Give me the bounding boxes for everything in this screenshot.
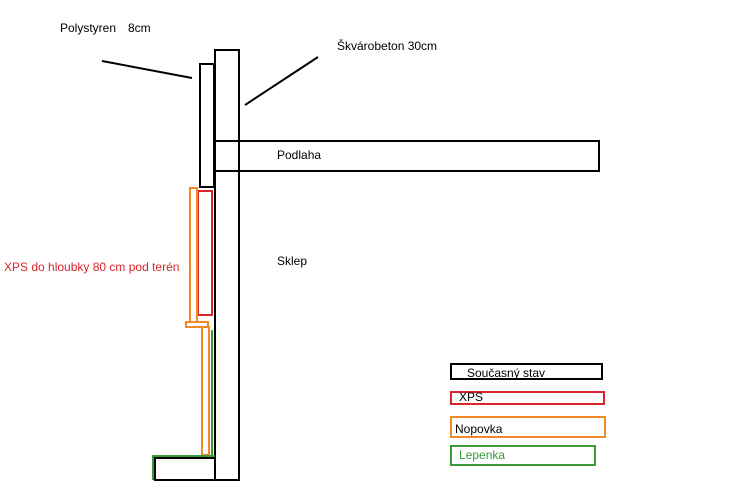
legend-box-nopovka — [450, 416, 606, 438]
legend-label-soucasny-stav: Současný stav — [467, 366, 546, 380]
floor-slab — [214, 140, 600, 172]
nopovka-upper — [189, 187, 198, 323]
nopovka-lower — [201, 326, 210, 456]
legend-box-soucasny-stav — [450, 363, 603, 380]
legend-label-lepenka: Lepenka — [459, 448, 506, 462]
legend-box-xps — [450, 391, 605, 405]
xps-layer — [197, 190, 213, 316]
label-polystyren-thickness: 8cm — [128, 21, 151, 35]
label-xps-note: XPS do hloubky 80 cm pod terén — [4, 260, 180, 274]
lepenka-footing-line — [152, 455, 215, 480]
label-polystyren: Polystyren — [60, 21, 117, 35]
legend-label-nopovka: Nopovka — [455, 422, 503, 436]
concrete-wall — [214, 49, 240, 481]
label-sklep: Sklep — [277, 254, 308, 268]
label-skvarobeton: Škvárobeton 30cm — [337, 39, 438, 53]
legend-label-xps: XPS — [459, 390, 484, 404]
label-podlaha: Podlaha — [277, 148, 322, 162]
legend-box-lepenka — [450, 445, 596, 466]
footing — [154, 457, 216, 481]
skvarobeton-leader — [244, 56, 319, 106]
nopovka-step — [185, 321, 209, 328]
polystyren-leader — [101, 60, 193, 79]
polystyrene-layer — [199, 63, 215, 188]
